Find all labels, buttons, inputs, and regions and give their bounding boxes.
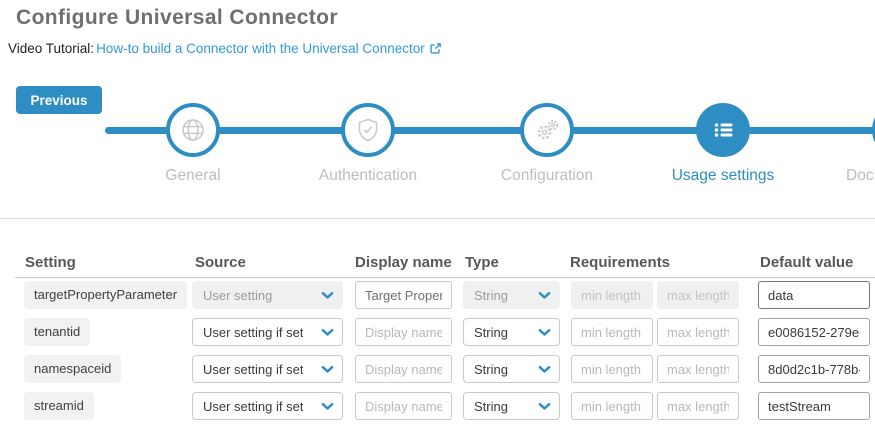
previous-button[interactable]: Previous	[16, 86, 102, 114]
default-value-input[interactable]	[758, 392, 870, 420]
col-header-default-value: Default value	[760, 254, 854, 271]
step-configuration[interactable]	[520, 103, 574, 157]
chevron-down-icon	[538, 365, 551, 374]
chevron-down-icon	[538, 402, 551, 411]
section-divider	[0, 218, 875, 219]
table-row: streamid User setting if set String	[0, 392, 875, 420]
max-length-input[interactable]	[657, 392, 739, 420]
table-row: targetPropertyParameter User setting Str…	[0, 281, 875, 309]
default-value-input[interactable]	[758, 281, 870, 309]
video-tutorial-label: Video Tutorial:	[8, 41, 95, 56]
max-length-input[interactable]	[657, 281, 739, 309]
chevron-down-icon	[538, 291, 551, 300]
min-length-input[interactable]	[571, 281, 653, 309]
col-header-type: Type	[465, 254, 499, 271]
col-header-source: Source	[195, 254, 246, 271]
source-select[interactable]: User setting if set	[192, 318, 343, 346]
step-label-general: General	[165, 167, 221, 184]
setting-chip: streamid	[24, 392, 94, 420]
page-title: Configure Universal Connector	[16, 6, 338, 29]
col-header-requirements: Requirements	[570, 254, 671, 271]
step-authentication[interactable]	[341, 103, 395, 157]
gears-icon	[534, 117, 560, 143]
chevron-down-icon	[321, 291, 334, 300]
display-name-input[interactable]	[355, 392, 452, 420]
chevron-down-icon	[538, 328, 551, 337]
step-label-usage-settings: Usage settings	[671, 167, 775, 184]
chevron-down-icon	[321, 402, 334, 411]
type-select-value: String	[474, 324, 508, 340]
default-value-input[interactable]	[758, 355, 870, 383]
max-length-input[interactable]	[657, 355, 739, 383]
display-name-input[interactable]	[355, 281, 452, 309]
step-label-configuration: Configuration	[500, 167, 594, 184]
chevron-down-icon	[321, 365, 334, 374]
setting-chip: tenantid	[24, 318, 91, 346]
setting-chip: targetPropertyParameter	[24, 281, 188, 309]
type-select[interactable]: String	[463, 281, 560, 309]
default-value-input[interactable]	[758, 318, 870, 346]
globe-icon	[180, 117, 206, 143]
step-general[interactable]	[166, 103, 220, 157]
type-select-value: String	[474, 361, 508, 377]
external-link-icon[interactable]	[429, 42, 442, 55]
step-label-authentication: Authentication	[318, 167, 418, 184]
col-header-setting: Setting	[25, 254, 76, 271]
type-select[interactable]: String	[463, 318, 560, 346]
step-usage-settings[interactable]	[696, 103, 750, 157]
col-header-display-name: Display name	[355, 254, 452, 271]
source-select[interactable]: User setting if set	[192, 355, 343, 383]
max-length-input[interactable]	[657, 318, 739, 346]
source-select-value: User setting if set	[203, 398, 304, 414]
video-tutorial-line: Video Tutorial: How-to build a Connector…	[8, 41, 442, 56]
table-row: tenantid User setting if set String	[0, 318, 875, 346]
shield-check-icon	[355, 117, 381, 143]
min-length-input[interactable]	[571, 318, 653, 346]
type-select-value: String	[474, 287, 508, 303]
table-header-underline	[15, 277, 875, 278]
table-row: namespaceid User setting if set String	[0, 355, 875, 383]
source-select-value: User setting	[203, 287, 273, 303]
stepper-track	[105, 127, 875, 134]
display-name-input[interactable]	[355, 355, 452, 383]
type-select-value: String	[474, 398, 508, 414]
source-select[interactable]: User setting if set	[192, 392, 343, 420]
type-select[interactable]: String	[463, 392, 560, 420]
min-length-input[interactable]	[571, 392, 653, 420]
video-tutorial-link-text[interactable]: How-to build a Connector with the Univer…	[96, 41, 425, 56]
source-select-value: User setting if set	[203, 361, 304, 377]
source-select[interactable]: User setting	[192, 281, 343, 309]
source-select-value: User setting if set	[203, 324, 304, 340]
setting-chip: namespaceid	[24, 355, 122, 383]
display-name-input[interactable]	[355, 318, 452, 346]
chevron-down-icon	[321, 328, 334, 337]
list-icon	[710, 117, 736, 143]
type-select[interactable]: String	[463, 355, 560, 383]
step-label-documentation: Doc	[846, 167, 874, 184]
min-length-input[interactable]	[571, 355, 653, 383]
video-tutorial-link[interactable]: How-to build a Connector with the Univer…	[96, 41, 442, 56]
